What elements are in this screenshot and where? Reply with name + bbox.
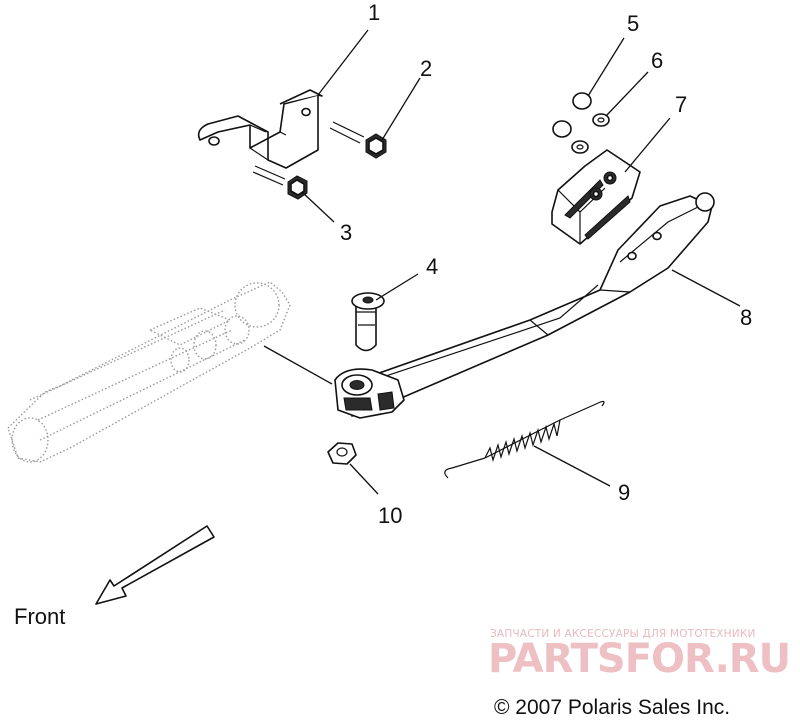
part-9-spring (444, 400, 605, 479)
leader-3 (301, 191, 335, 223)
leader-7 (624, 117, 671, 173)
part-10-nut (327, 442, 357, 465)
leader-2 (381, 77, 421, 141)
callout-9: 9 (618, 480, 630, 505)
part-5-caps (552, 92, 592, 138)
leader-lines (263, 29, 741, 495)
callout-7: 7 (675, 92, 687, 117)
part-1-bracket (197, 89, 323, 169)
callout-4: 4 (426, 254, 438, 279)
leader-1 (317, 29, 369, 96)
leader-8 (671, 269, 741, 307)
front-arrow (95, 525, 215, 605)
watermark: ЗАПЧАСТИ И АКСЕССУАРЫ ДЛЯ МОТОТЕХНИКИ PA… (488, 628, 791, 682)
leader-10 (349, 463, 379, 495)
callout-labels: 1 2 3 4 5 6 7 8 9 10 (340, 0, 752, 528)
part-6-washers (571, 113, 610, 154)
callout-1: 1 (368, 0, 380, 25)
leader-5 (587, 37, 625, 97)
part-8-side-stand (334, 192, 715, 419)
frame-rail-ghost (7, 281, 291, 463)
callout-8: 8 (740, 305, 752, 330)
part-4-pivot-bolt (351, 292, 385, 352)
callout-5: 5 (627, 11, 639, 36)
part-7-foot-pad (551, 149, 641, 245)
watermark-subtitle: ЗАПЧАСТИ И АКСЕССУАРЫ ДЛЯ МОТОТЕХНИКИ (490, 628, 756, 640)
front-label: Front (14, 604, 65, 629)
copyright-notice: © 2007 Polaris Sales Inc. (494, 696, 730, 719)
leader-6 (605, 71, 649, 117)
leader-9 (533, 445, 611, 487)
leader-frame (263, 345, 333, 385)
leader-4 (375, 273, 419, 301)
callout-3: 3 (340, 220, 352, 245)
callout-6: 6 (651, 48, 663, 73)
callout-2: 2 (420, 56, 432, 81)
watermark-brand: PARTSFOR.RU (488, 636, 790, 682)
part-3-bolt (252, 165, 308, 200)
part-2-bolt (329, 121, 387, 159)
callout-10: 10 (378, 503, 402, 528)
